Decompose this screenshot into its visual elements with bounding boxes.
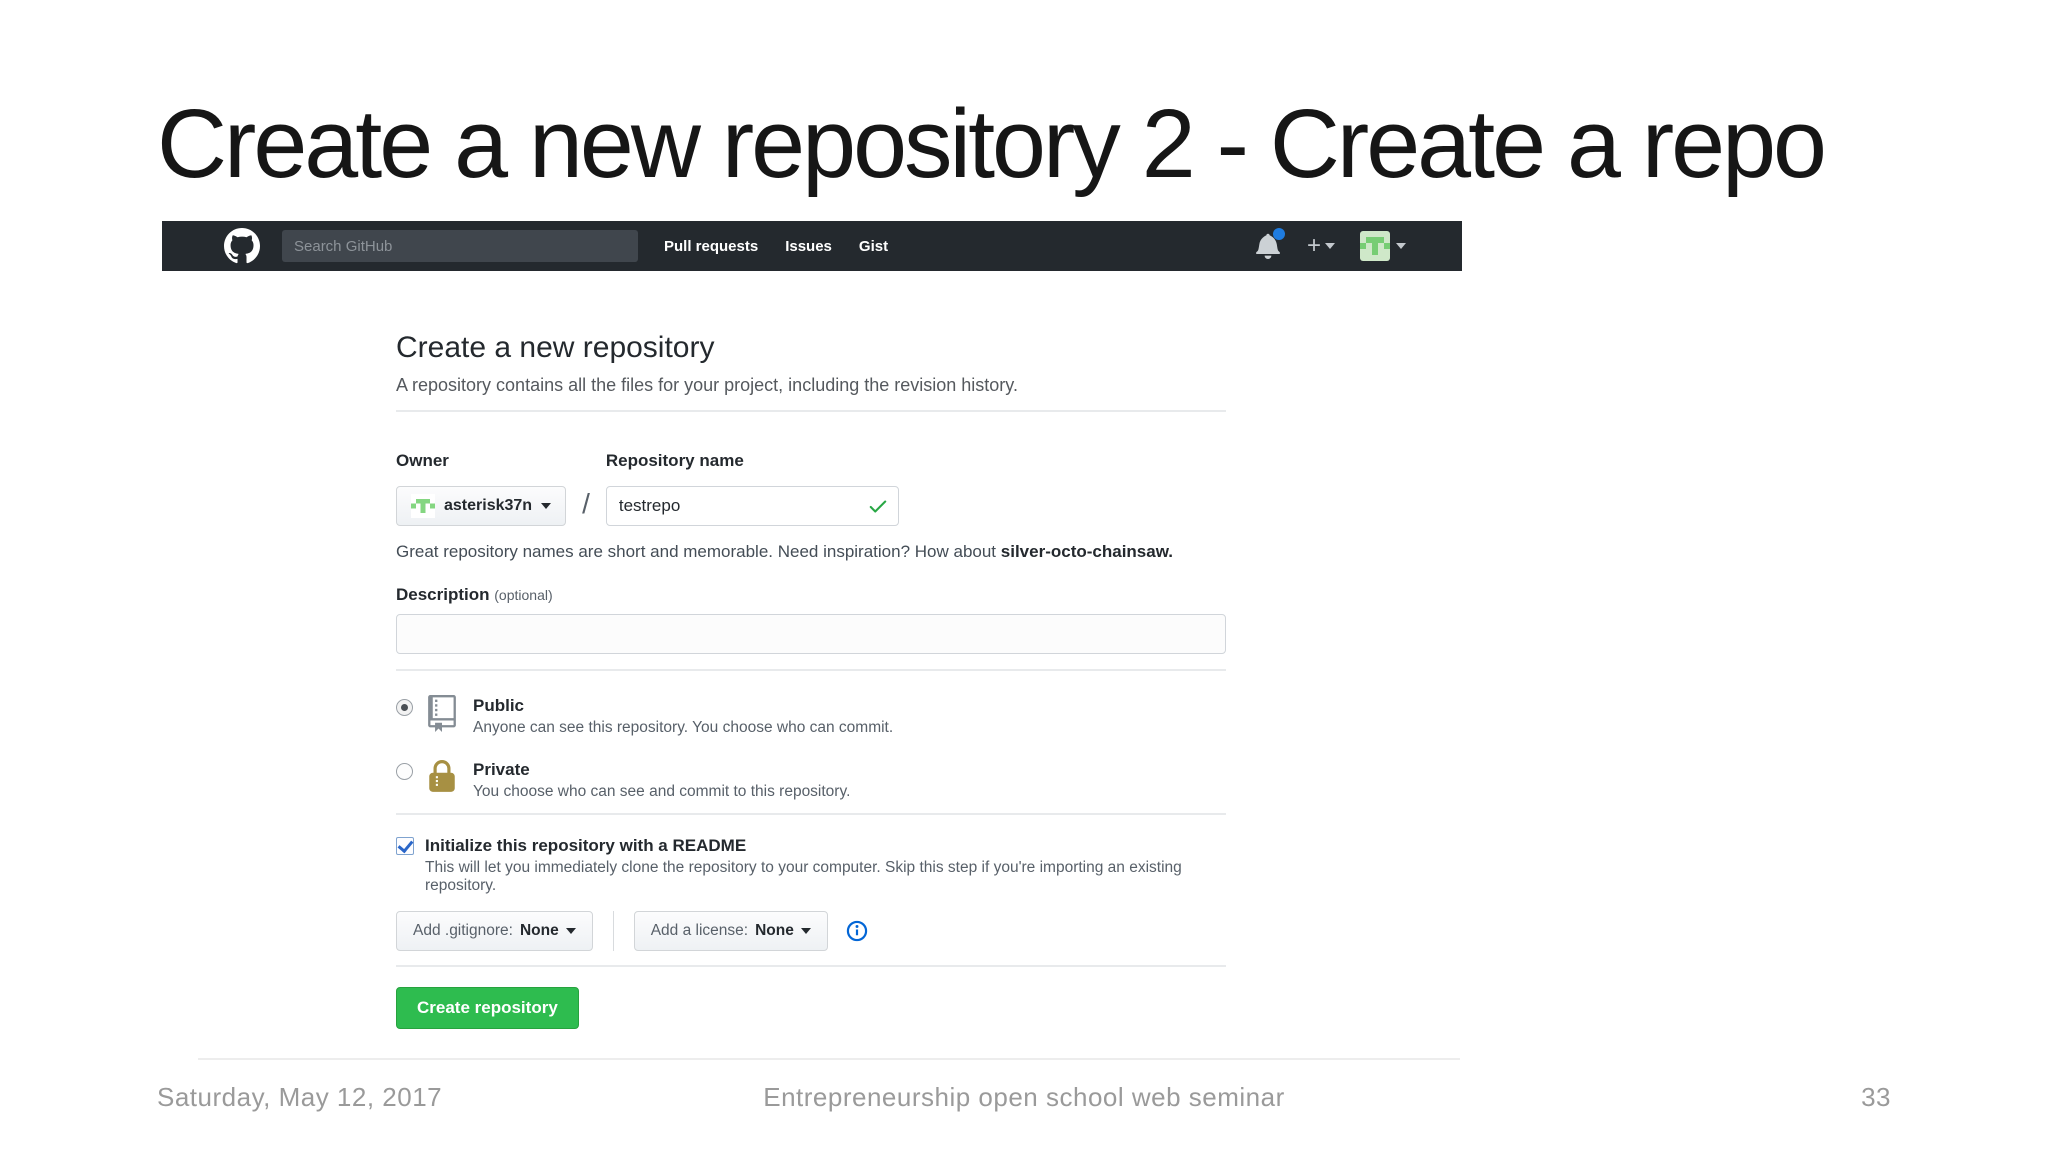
search-input[interactable]	[282, 230, 638, 262]
description-label-text: Description	[396, 584, 490, 604]
vertical-divider	[612, 911, 614, 952]
notifications-bell-icon[interactable]	[1256, 228, 1285, 260]
suggested-repo-name[interactable]: silver-octo-chainsaw.	[1000, 541, 1174, 561]
owner-label: Owner	[396, 450, 449, 470]
footer-date: Saturday, May 12, 2017	[157, 1082, 443, 1112]
owner-group: Owner asterisk37n	[396, 450, 567, 526]
footer-divider	[198, 1058, 1460, 1060]
add-gitignore-button[interactable]: Add .gitignore: None	[396, 911, 593, 952]
divider	[396, 409, 1226, 412]
optional-tag: (optional)	[494, 586, 553, 603]
create-repository-button[interactable]: Create repository	[396, 987, 579, 1030]
gitignore-value: None	[519, 922, 559, 940]
user-menu[interactable]	[1360, 231, 1406, 261]
public-radio[interactable]	[396, 698, 413, 716]
owner-name: asterisk37n	[444, 496, 533, 514]
github-screenshot: Pull requests Issues Gist +	[162, 221, 1462, 1070]
owner-repo-row: Owner asterisk37n / Repository name	[396, 450, 1226, 526]
private-desc: You choose who can see and commit to thi…	[473, 783, 851, 801]
repo-name-label: Repository name	[605, 450, 744, 470]
repo-name-group: Repository name	[605, 450, 899, 526]
valid-check-icon	[867, 495, 889, 517]
public-label: Public	[473, 695, 525, 715]
slide-title: Create a new repository 2 - Create a rep…	[157, 89, 1827, 198]
page-subtitle: A repository contains all the files for …	[396, 374, 1018, 395]
chevron-down-icon	[565, 928, 576, 935]
license-value: None	[755, 922, 794, 940]
create-repo-page: Create a new repository A repository con…	[162, 271, 1462, 1070]
license-label: Add a license:	[650, 922, 749, 940]
plus-icon: +	[1306, 232, 1321, 259]
repo-name-input[interactable]	[605, 485, 899, 526]
private-label: Private	[473, 759, 530, 779]
description-label-row: Description (optional)	[396, 584, 1226, 614]
notification-dot	[1272, 228, 1285, 240]
slash-separator: /	[582, 487, 590, 519]
nav-issues[interactable]: Issues	[785, 237, 832, 255]
add-license-button[interactable]: Add a license: None	[633, 911, 828, 952]
divider	[396, 813, 1226, 816]
private-radio[interactable]	[396, 762, 413, 780]
divider	[396, 668, 1226, 671]
gitignore-label: Add .gitignore:	[413, 922, 513, 940]
owner-identicon	[411, 493, 435, 518]
readme-checkbox[interactable]	[396, 837, 414, 856]
avatar	[1360, 231, 1390, 261]
description-input[interactable]	[396, 613, 1226, 654]
readme-desc: This will let you immediately clone the …	[425, 859, 1182, 895]
readme-label: Initialize this repository with a README	[425, 836, 747, 856]
visibility-option-public[interactable]: Public Anyone can see this repository. Y…	[396, 694, 1226, 737]
create-new-menu[interactable]: +	[1307, 234, 1335, 258]
hint-text: Great repository names are short and mem…	[396, 541, 1001, 561]
lock-icon	[421, 759, 463, 795]
github-logo-icon[interactable]	[224, 228, 260, 264]
footer-seminar-title: Entrepreneurship open school web seminar	[763, 1082, 1285, 1112]
visibility-option-private[interactable]: Private You choose who can see and commi…	[396, 759, 1226, 801]
chevron-down-icon	[541, 502, 552, 509]
nav-gist[interactable]: Gist	[858, 237, 889, 255]
footer-page-number: 33	[1861, 1082, 1891, 1112]
header-nav: Pull requests Issues Gist	[664, 238, 888, 255]
chevron-down-icon	[800, 928, 811, 935]
public-desc: Anyone can see this repository. You choo…	[473, 718, 894, 736]
repo-name-hint: Great repository names are short and mem…	[396, 542, 1226, 562]
chevron-down-icon	[1396, 243, 1406, 249]
description-label: Description (optional)	[396, 584, 553, 606]
github-header-bar: Pull requests Issues Gist +	[162, 221, 1462, 271]
page-title: Create a new repository	[396, 331, 715, 364]
chevron-down-icon	[1325, 243, 1335, 249]
addons-row: Add .gitignore: None Add a license: None	[396, 911, 1226, 952]
repo-book-icon	[421, 694, 463, 732]
info-icon[interactable]	[846, 920, 868, 942]
owner-select-button[interactable]: asterisk37n	[396, 485, 567, 526]
divider	[396, 965, 1226, 968]
nav-pull-requests[interactable]: Pull requests	[664, 237, 759, 255]
readme-option[interactable]: Initialize this repository with a README…	[396, 835, 1226, 895]
